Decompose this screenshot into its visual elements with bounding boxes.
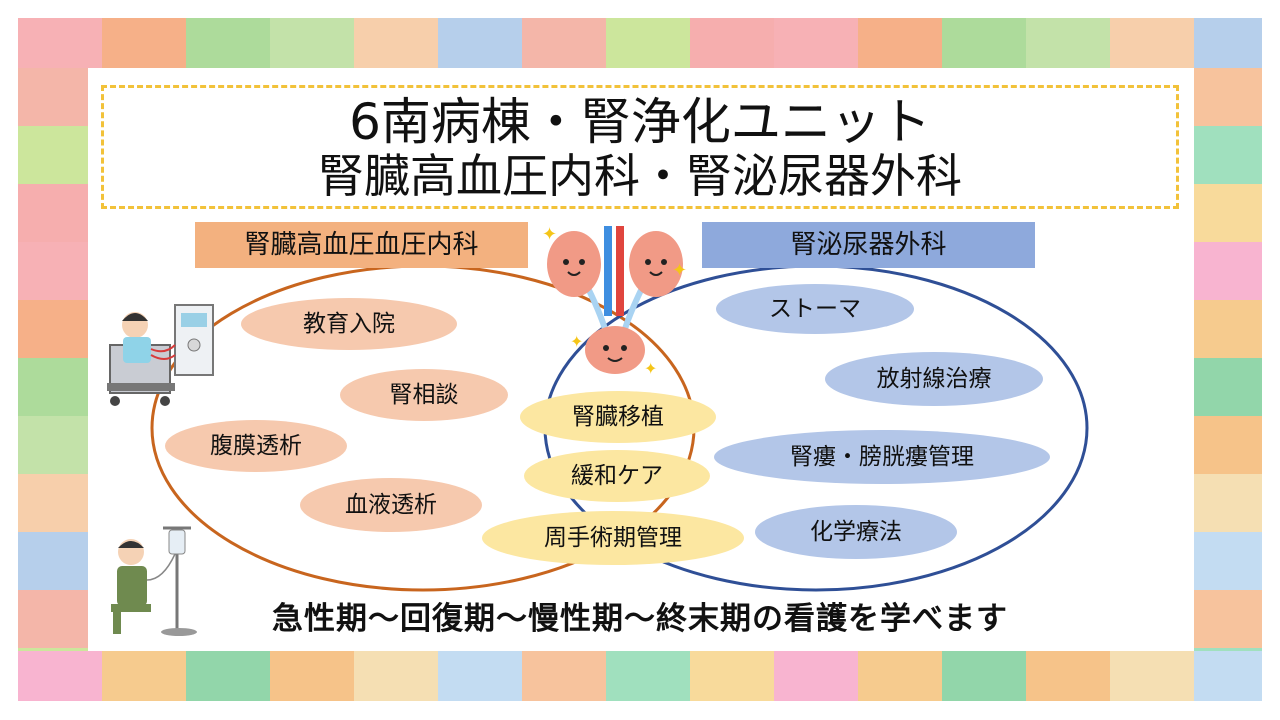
frame-tile <box>1026 18 1110 68</box>
frame-tile <box>606 18 690 68</box>
frame-tile <box>18 126 88 184</box>
footer-tagline: 急性期～回復期～慢性期～終末期の看護を学べます <box>272 601 1008 637</box>
svg-text:✦: ✦ <box>542 224 557 245</box>
frame-tile <box>774 18 858 68</box>
svg-text:✦: ✦ <box>644 359 657 378</box>
frame-tile <box>270 651 354 701</box>
frame-tile <box>606 651 690 701</box>
pill-kidney-transplant: 腎臓移植 <box>520 391 716 443</box>
frame-tile <box>1194 126 1262 184</box>
kidney-bladder-character-icon: ✦ ✦ ✦ ✦ <box>542 224 687 378</box>
pill-hemodialysis: 血液透析 <box>300 478 482 532</box>
frame-tile <box>1110 651 1194 701</box>
frame-tile <box>18 416 88 474</box>
frame-tile <box>1194 18 1262 68</box>
iv-drip-patient-illustration <box>111 526 197 636</box>
pill-chemotherapy: 化学療法 <box>755 505 957 559</box>
frame-tile <box>1194 648 1262 651</box>
frame-tile <box>1026 651 1110 701</box>
frame-tile <box>270 18 354 68</box>
frame-tile <box>1194 474 1262 532</box>
frame-tile <box>18 184 88 242</box>
frame-tile <box>942 651 1026 701</box>
frame-tile <box>186 18 270 68</box>
frame-tile <box>18 18 102 68</box>
pill-radiation-therapy: 放射線治療 <box>825 352 1043 406</box>
frame-tile <box>18 68 88 126</box>
pill-kidney-consultation: 腎相談 <box>340 369 508 421</box>
frame-tile <box>1194 242 1262 300</box>
frame-tile <box>1194 532 1262 590</box>
svg-text:✦: ✦ <box>570 332 583 351</box>
frame-tile <box>1194 300 1262 358</box>
frame-tile <box>354 18 438 68</box>
frame-tile <box>942 18 1026 68</box>
frame-tile <box>102 18 186 68</box>
frame-tile <box>18 651 102 701</box>
dept-header-nephrology: 腎臓高血圧血圧内科 <box>195 222 528 268</box>
frame-tile <box>1194 651 1262 701</box>
pill-peritoneal-dialysis: 腹膜透析 <box>165 420 347 472</box>
pill-stoma: ストーマ <box>716 284 914 334</box>
frame-tile <box>1194 358 1262 416</box>
frame-tile <box>774 651 858 701</box>
frame-tile <box>1110 18 1194 68</box>
svg-text:✦: ✦ <box>672 260 687 281</box>
frame-tile <box>522 651 606 701</box>
frame-tile <box>858 18 942 68</box>
frame-tile <box>18 532 88 590</box>
frame-tile <box>354 651 438 701</box>
frame-tile <box>1194 68 1262 126</box>
pill-nephrostomy-cystostomy: 腎瘻・膀胱瘻管理 <box>714 430 1050 484</box>
frame-tile <box>18 358 88 416</box>
frame-tile <box>18 590 88 648</box>
pill-palliative-care: 緩和ケア <box>524 450 710 502</box>
frame-tile <box>186 651 270 701</box>
dept-header-urology: 腎泌尿器外科 <box>702 222 1035 268</box>
frame-tile <box>438 18 522 68</box>
title-box: 6南病棟・腎浄化ユニット 腎臓高血圧内科・腎泌尿器外科 <box>101 85 1179 209</box>
frame-tile <box>18 300 88 358</box>
page-subtitle: 腎臓高血圧内科・腎泌尿器外科 <box>318 149 962 203</box>
frame-tile <box>102 651 186 701</box>
frame-tile <box>18 474 88 532</box>
pill-perioperative-management: 周手術期管理 <box>482 511 744 565</box>
frame-tile <box>1194 416 1262 474</box>
frame-tile <box>690 18 774 68</box>
page-title: 6南病棟・腎浄化ユニット <box>349 93 931 151</box>
frame-tile <box>1194 184 1262 242</box>
frame-tile <box>438 651 522 701</box>
frame-tile <box>18 242 88 300</box>
frame-tile <box>18 648 88 651</box>
frame-tile <box>522 18 606 68</box>
dialysis-patient-illustration <box>107 304 214 406</box>
pill-education-admission: 教育入院 <box>241 298 457 350</box>
frame-tile <box>1194 590 1262 648</box>
frame-tile <box>858 651 942 701</box>
frame-tile <box>690 651 774 701</box>
